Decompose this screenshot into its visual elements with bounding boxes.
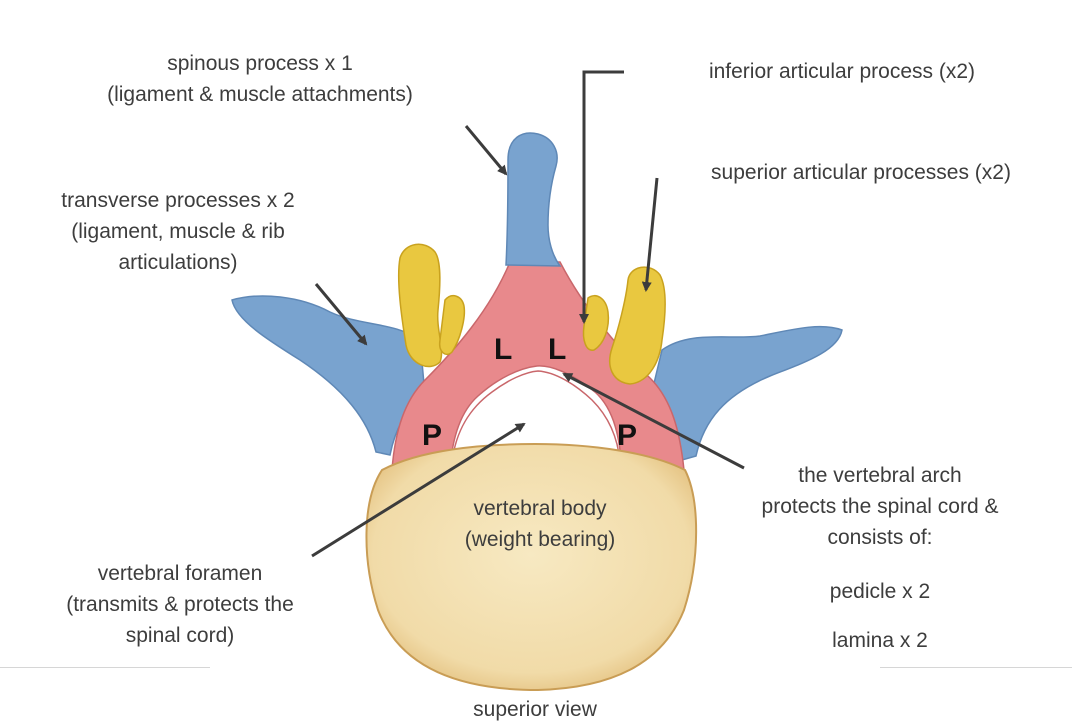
vertebral-arch-label: the vertebral arch protects the spinal c… [725, 460, 1035, 553]
divider-left [0, 667, 210, 668]
transverse-label-line3: articulations) [118, 251, 238, 274]
vertebral-foramen-label: vertebral foramen (transmits & protects … [30, 558, 330, 651]
vertebral-foramen [451, 370, 621, 463]
lamina-marker-right: L [548, 333, 567, 366]
divider-right [880, 667, 1072, 668]
spinous-label-line1: spinous process x 1 [167, 52, 353, 75]
foramen-label-line2: (transmits & protects the [66, 593, 294, 616]
inferior-articular-text: inferior articular process (x2) [708, 60, 976, 83]
spinous-process-label: spinous process x 1 (ligament & muscle a… [60, 48, 460, 110]
arrow-superior-articular [641, 177, 659, 292]
transverse-label-line2: (ligament, muscle & rib [71, 220, 285, 243]
foramen-label-line3: spinal cord) [125, 624, 235, 647]
superior-articular-label: superior articular processes (x2) [676, 157, 1046, 188]
pedicle-marker-right: P [617, 419, 638, 452]
superior-articular-text: superior articular processes (x2) [711, 161, 1011, 184]
lamina-marker-left: L [494, 333, 513, 366]
pedicle-count-label: pedicle x 2 [725, 576, 1035, 607]
arrow-inferior-articular [579, 70, 624, 324]
lamina-count-label: lamina x 2 [725, 625, 1035, 656]
body-label-line1: vertebral body [473, 497, 607, 520]
arrow-foramen [311, 422, 526, 558]
superior-articular-right [609, 266, 666, 385]
arrow-spinous [464, 125, 508, 176]
spinous-label-line2: (ligament & muscle attachments) [107, 83, 413, 106]
arrow-transverse [314, 283, 368, 346]
inferior-articular-left [438, 295, 466, 356]
pedicle-marker-left: P [422, 419, 443, 452]
pedicle-count-text: pedicle x 2 [829, 580, 931, 603]
transverse-processes-label: transverse processes x 2 (ligament, musc… [28, 185, 328, 278]
vertebral-body [365, 442, 698, 692]
view-caption: superior view [420, 694, 650, 725]
arch-label-line3: consists of: [827, 526, 933, 549]
foramen-label-line1: vertebral foramen [97, 562, 263, 585]
view-caption-text: superior view [473, 698, 597, 721]
body-label-line2: (weight bearing) [464, 528, 616, 551]
lamina-count-text: lamina x 2 [832, 629, 928, 652]
arrow-vertebral-arch [562, 372, 745, 470]
transverse-label-line1: transverse processes x 2 [61, 189, 295, 212]
spinous-process [505, 132, 562, 267]
inferior-articular-label: inferior articular process (x2) [672, 56, 1012, 87]
inferior-articular-right [582, 294, 610, 351]
arch-label-line2: protects the spinal cord & [761, 495, 999, 518]
arch-label-line1: the vertebral arch [798, 464, 962, 487]
vertebral-body-label: vertebral body (weight bearing) [420, 493, 660, 555]
transverse-process-left [231, 295, 426, 456]
